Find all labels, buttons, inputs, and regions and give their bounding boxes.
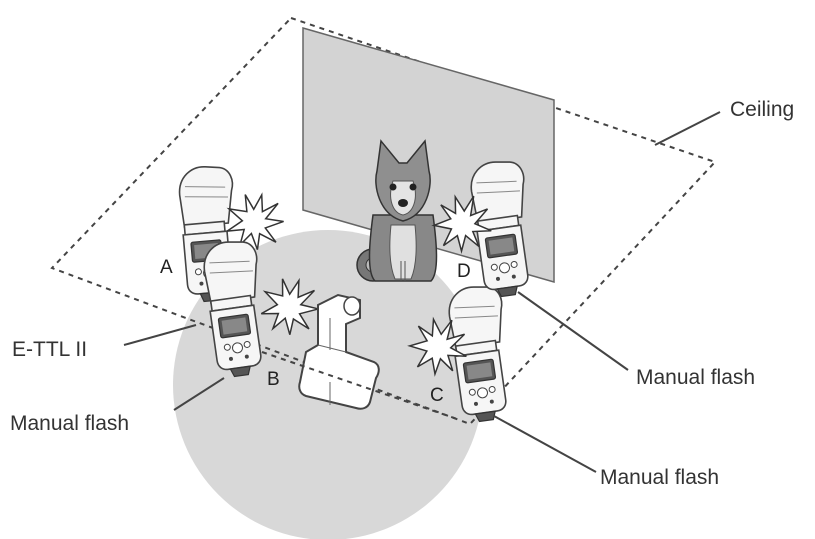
manual-flash-b-leader [173, 377, 225, 411]
flash-letter-a: A [160, 257, 173, 278]
dog-icon [356, 139, 438, 282]
manual-flash-c-leader [493, 415, 597, 473]
flash-letter-b: B [267, 369, 280, 390]
camera-icon [298, 293, 380, 410]
dashed-link [261, 351, 461, 421]
flash-letter-d: D [457, 261, 471, 282]
manual-flash-c-label: Manual flash [600, 466, 719, 489]
ceiling-leader [654, 111, 721, 146]
manual-flash-d-label: Manual flash [636, 366, 755, 389]
manual-flash-d-leader [517, 291, 629, 371]
ceiling-label: Ceiling [730, 98, 794, 121]
ettl-label: E-TTL II [12, 338, 87, 361]
ettl-leader [123, 324, 197, 346]
flash-letter-c: C [430, 385, 444, 406]
manual-flash-b-label: Manual flash [10, 412, 129, 435]
